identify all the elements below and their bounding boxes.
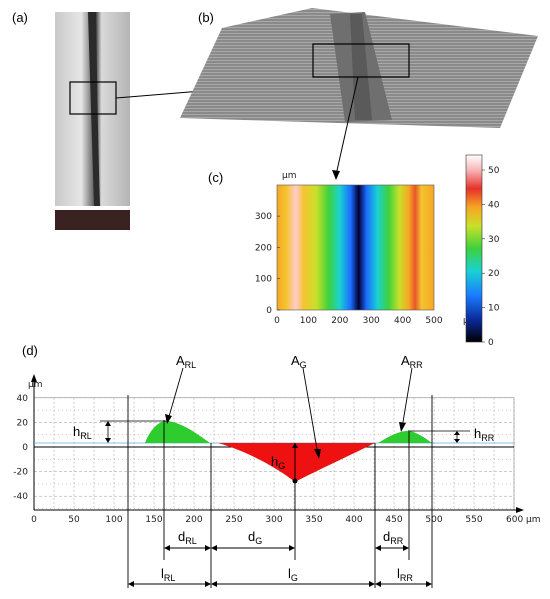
profile-unit: µm — [28, 380, 43, 390]
label-lrl: lRL — [161, 566, 175, 583]
profile-x-tick: 200 — [185, 515, 202, 525]
pointer-arr — [401, 367, 413, 429]
label-arr: ARR — [401, 353, 423, 370]
surface-zoom-box — [312, 43, 410, 78]
panel-label-d: (d) — [22, 343, 38, 358]
photo-bottom-strip — [55, 210, 130, 230]
profile-x-tick: 100 — [105, 515, 122, 525]
profile-y-tick: 20 — [17, 418, 29, 428]
heatmap-y-tick: 100 — [255, 275, 272, 285]
label-hg: hG — [271, 454, 285, 471]
profile-y-tick: 40 — [17, 394, 29, 404]
h-rr-arrow-head-bottom — [454, 439, 460, 443]
heatmap-x-tick: 0 — [274, 316, 280, 326]
profile-y-axis-arrow — [31, 374, 37, 382]
profile-x-tick: 400 — [345, 515, 362, 525]
pointer-arl — [167, 367, 184, 421]
label-ag: AG — [291, 353, 307, 370]
label-dg: dG — [248, 529, 262, 546]
h-g-arrow-head-top — [292, 443, 298, 448]
profile-x-tick: 0 — [31, 515, 37, 525]
heatmap-x-tick: 500 — [425, 316, 442, 326]
label-drr: dRR — [383, 529, 404, 546]
heatmap-x-tick: 300 — [363, 316, 380, 326]
heatmap-image — [277, 185, 434, 310]
pointer-ag-head — [314, 449, 321, 459]
label-arl: ARL — [176, 353, 196, 370]
profile-x-tick: 500 — [425, 515, 442, 525]
colorbar-tick: 30 — [488, 235, 500, 245]
profile-y-tick: -40 — [13, 492, 28, 502]
panel-label-b: (b) — [198, 10, 214, 25]
colorbar — [465, 154, 483, 343]
colorbar-tick: 0 — [488, 338, 494, 348]
l-arrow-heads — [128, 581, 432, 587]
colorbar-tick: 50 — [488, 166, 500, 176]
label-drl: dRL — [178, 529, 197, 546]
heatmap-x-tick: 100 — [300, 316, 317, 326]
pointer-arr-head — [399, 422, 406, 432]
profile-x-tick: 250 — [225, 515, 242, 525]
label-hrr: hRR — [474, 426, 495, 443]
profile-y-ticks: 40 20 0 -20 -40 — [13, 394, 28, 502]
heatmap-y-tick: 200 — [255, 243, 272, 253]
profile-x-tick: 150 — [145, 515, 162, 525]
profile-x-tick: 300 — [265, 515, 282, 525]
arrow-head-b-to-c — [332, 170, 340, 180]
panel-label-a: (a) — [12, 10, 28, 25]
pointer-arl-head — [165, 414, 172, 424]
d-arrow-heads — [164, 545, 409, 551]
pointer-ag — [302, 367, 319, 456]
heatmap-y-tick: 0 — [266, 306, 272, 316]
h-rl-arrow-head-top — [105, 421, 111, 426]
profile-x-tick: 550 — [465, 515, 482, 525]
profile-x-tick-last: 600 µm — [506, 515, 541, 525]
heatmap-unit: µm — [282, 171, 297, 181]
colorbar-tick: 20 — [488, 269, 500, 279]
photo-groove — [88, 12, 100, 206]
area-rl — [145, 421, 210, 443]
profile-grid — [33, 397, 515, 511]
area-g — [218, 443, 375, 482]
surface-groove-bottom — [350, 14, 372, 120]
profile-x-axis-arrow — [516, 507, 524, 513]
heatmap-x-tick: 400 — [394, 316, 411, 326]
profile-x-tick: 50 — [68, 515, 80, 525]
area-rr — [378, 430, 432, 443]
arrow-b-to-c — [335, 76, 359, 176]
heatmap-x-tick: 200 — [331, 316, 348, 326]
colorbar-ticks: 0 10 20 30 40 50 — [482, 166, 500, 348]
profile-x-tick: 350 — [305, 515, 322, 525]
profile-y-tick: 0 — [22, 443, 28, 453]
label-lrr: lRR — [397, 566, 413, 583]
profile-y-tick: -20 — [13, 468, 28, 478]
colorbar-tick: 10 — [488, 304, 500, 314]
h-rl-arrow-head-bottom — [105, 438, 111, 443]
panel-label-c: (c) — [208, 170, 223, 185]
label-hrl: hRL — [73, 424, 92, 441]
colorbar-tick: 40 — [488, 200, 500, 210]
heatmap-x-ticks: 0100200300400500µm — [274, 316, 477, 326]
profile-x-ticks: 0 50 100 150 200 250 300 350 400 450 500 550 600 µm — [31, 515, 540, 525]
profile-x-tick: 450 — [385, 515, 402, 525]
heatmap-y-ticks: 0 100 200 300 — [255, 212, 280, 316]
label-lg: lG — [288, 566, 298, 583]
heatmap-y-tick: 300 — [255, 212, 272, 222]
h-rr-arrow-head-top — [454, 431, 460, 435]
